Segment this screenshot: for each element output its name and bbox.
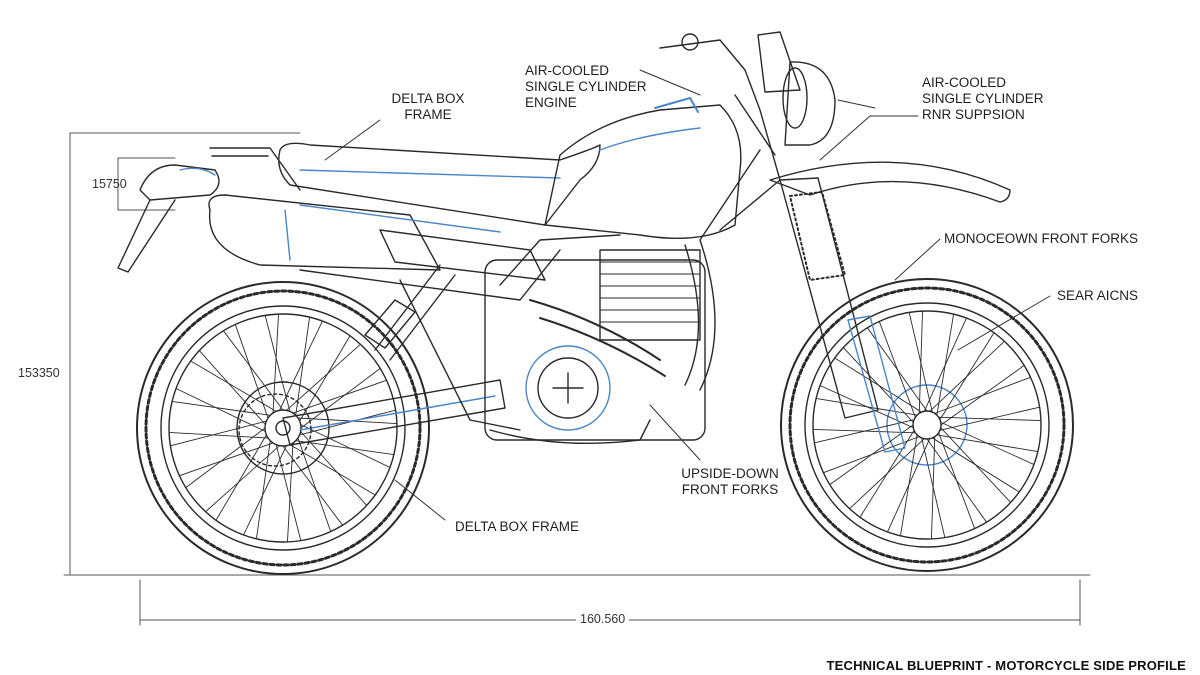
engine (484, 249, 706, 445)
spoke (908, 311, 933, 413)
rear-shock (364, 264, 456, 361)
spoke (179, 442, 274, 477)
label-engine: AIR-COOLED SINGLE CYLINDER ENGINE (525, 63, 647, 110)
spoke (940, 421, 1035, 465)
exhaust-pipe (684, 239, 716, 391)
spoke (275, 444, 302, 542)
spoke (190, 360, 277, 412)
rear-fender (117, 164, 220, 273)
rear-wheel (136, 281, 430, 575)
spoke (272, 313, 279, 414)
label-sear-aicns: SEAR AICNS (1057, 288, 1139, 303)
spoke (282, 445, 344, 526)
spoke (859, 429, 915, 518)
spoke (300, 367, 381, 429)
label-upside-down-forks: UPSIDE-DOWN FRONT FORKS (681, 466, 779, 497)
spoke (175, 388, 266, 432)
spoke (222, 330, 284, 411)
label-delta-box-frame-top: DELTA BOX FRAME (391, 91, 465, 122)
dim-overall-height: 153350 (18, 366, 60, 380)
spoke (234, 324, 269, 419)
label-monocrown-forks: MONOCEOWN FRONT FORKS (944, 231, 1138, 246)
spoke (243, 445, 287, 536)
spoke (834, 357, 923, 413)
spoke (938, 416, 1042, 421)
spoke (215, 434, 267, 521)
spoke (297, 417, 398, 424)
rear-rack (209, 147, 301, 191)
spoke (921, 437, 946, 539)
spoke (297, 437, 332, 532)
rear-wheel-spokes (168, 313, 398, 543)
dimension-lines (63, 132, 1091, 626)
spoke (286, 343, 361, 411)
headlight (757, 31, 836, 146)
frame (299, 149, 781, 431)
front-fender (769, 161, 1011, 203)
side-panel (379, 229, 546, 281)
spoke (169, 420, 267, 447)
spoke (289, 444, 376, 496)
footer-title: TECHNICAL BLUEPRINT - MOTORCYCLE SIDE PR… (826, 658, 1186, 673)
spoke (939, 332, 995, 421)
callout-lines (324, 69, 1051, 521)
spoke (813, 419, 915, 444)
front-forks (779, 177, 906, 453)
rear-brake-disc (238, 393, 312, 467)
label-delta-box-frame-bottom: DELTA BOX FRAME (455, 519, 580, 534)
muffler (208, 194, 501, 271)
dim-wheelbase: 160.560 (576, 612, 630, 626)
spoke (185, 427, 266, 489)
spoke (931, 437, 1020, 493)
handlebars (659, 33, 781, 181)
swingarm (282, 379, 506, 446)
spoke (300, 424, 391, 468)
spoke (198, 350, 266, 425)
label-right-top: AIR-COOLED SINGLE CYLINDER RNR SUPPSION (922, 75, 1044, 122)
spoke (292, 379, 387, 414)
spoke (255, 440, 271, 540)
spoke (168, 432, 269, 439)
front-wheel-spokes (812, 310, 1042, 540)
spoke (926, 438, 988, 523)
spoke (287, 442, 294, 543)
front-wheel (780, 278, 1074, 572)
spoke (300, 431, 368, 506)
spoke (171, 400, 271, 416)
spoke (815, 397, 918, 416)
spoke (295, 440, 395, 456)
spoke (899, 434, 918, 537)
dim-seat-height: 15750 (92, 177, 127, 191)
spoke (299, 409, 397, 436)
spoke (934, 376, 1031, 414)
fuel-tank (544, 97, 742, 239)
spoke (299, 335, 351, 422)
spoke (829, 424, 914, 486)
seat (278, 142, 601, 226)
spoke (295, 316, 311, 416)
spoke (936, 313, 955, 416)
spoke (205, 445, 280, 513)
